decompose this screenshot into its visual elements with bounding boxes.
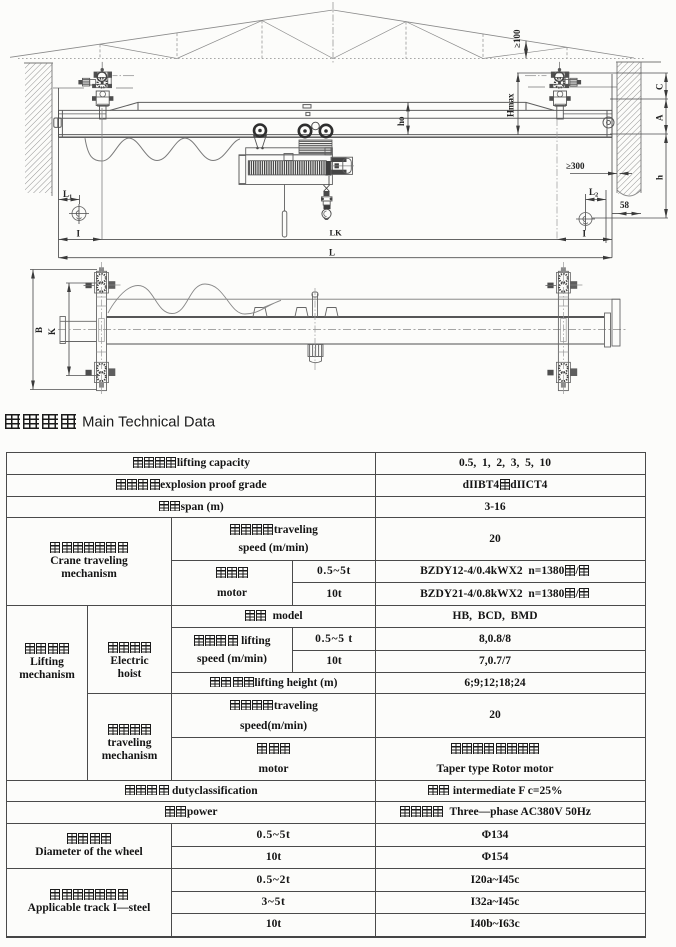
svg-text:I: I (583, 229, 587, 239)
svg-text:58: 58 (620, 200, 630, 210)
svg-text:Hmax: Hmax (506, 93, 516, 117)
svg-text:I: I (77, 229, 81, 239)
svg-text:h: h (655, 175, 665, 180)
svg-text:LK: LK (330, 228, 343, 238)
svg-text:≥100: ≥100 (512, 29, 522, 48)
svg-text:K: K (47, 328, 57, 335)
svg-text:A: A (655, 114, 665, 121)
svg-text:≥300: ≥300 (566, 161, 585, 171)
svg-text:B: B (34, 327, 44, 333)
svg-text:L1: L1 (63, 189, 72, 201)
svg-text:L2: L2 (589, 187, 598, 199)
svg-text:L: L (329, 248, 335, 258)
svg-text:C: C (655, 84, 665, 91)
svg-text:ho: ho (396, 116, 406, 126)
